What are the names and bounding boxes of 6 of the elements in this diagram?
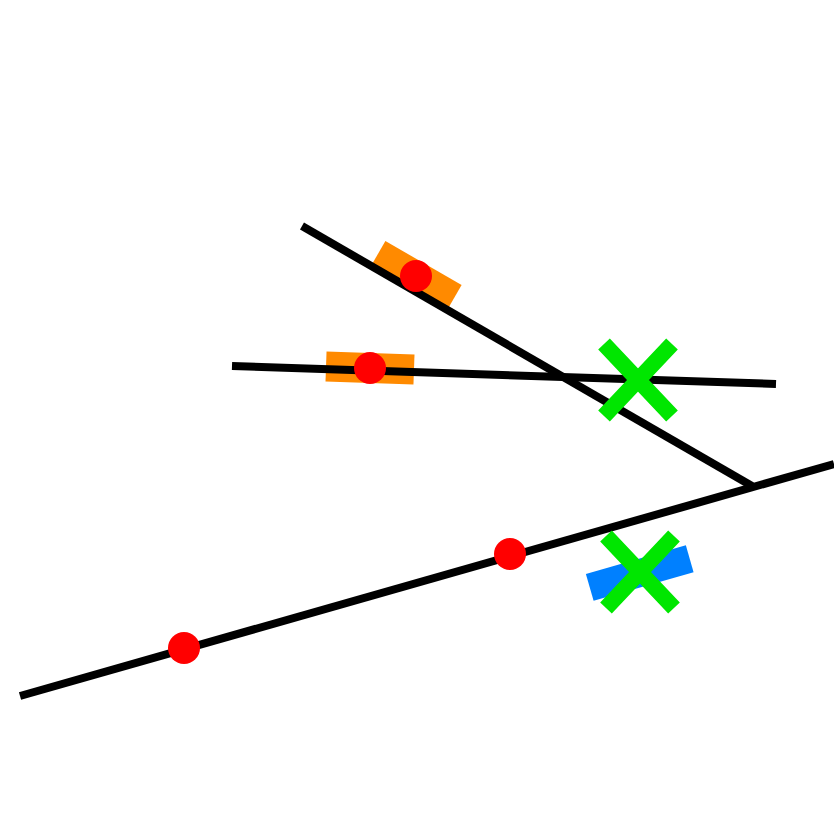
- point-marker: [400, 260, 432, 292]
- cross-marker: [598, 528, 682, 616]
- cross-marker: [596, 336, 680, 424]
- point-marker: [494, 538, 526, 570]
- point-marker: [354, 352, 386, 384]
- point-marker: [168, 632, 200, 664]
